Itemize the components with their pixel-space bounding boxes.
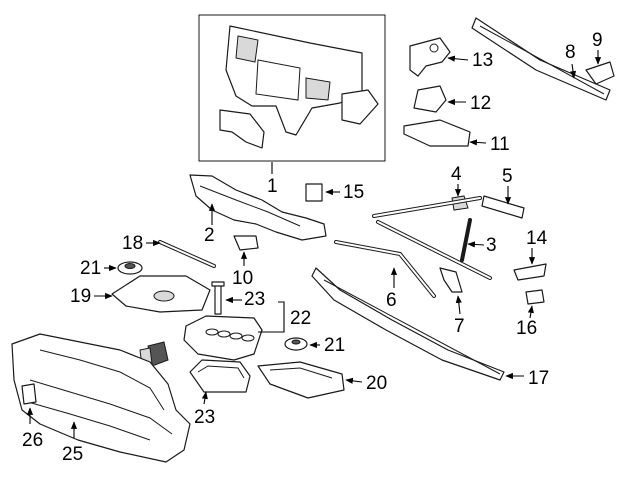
callout-22: 22	[290, 308, 311, 329]
callout-21-upper: 21	[80, 258, 101, 279]
part-1-firewall-panel	[198, 14, 386, 162]
part-5-bracket	[481, 195, 525, 219]
callout-14: 14	[526, 228, 548, 249]
callout-23: 23	[244, 289, 265, 310]
part-10-bracket	[233, 235, 259, 251]
part-6-rod	[334, 240, 436, 298]
callout-16: 16	[516, 318, 537, 339]
callout-12: 12	[470, 93, 491, 114]
part-13-bracket	[409, 37, 451, 77]
part-15-clip	[305, 183, 323, 202]
part-20-tray	[257, 361, 345, 399]
callout-1: 1	[267, 176, 278, 197]
callout-13: 13	[472, 50, 493, 71]
callout-18: 18	[122, 233, 143, 254]
callout-6: 6	[386, 290, 397, 311]
part-23-bolt	[211, 281, 225, 315]
part-26-insulation-panel	[11, 333, 191, 463]
callout-11: 11	[490, 134, 510, 155]
part-24-tray	[189, 359, 251, 393]
callout-8: 8	[565, 42, 576, 63]
part-18-seal-strip	[158, 240, 216, 268]
callout-26: 25	[62, 444, 83, 465]
part-11-tray	[403, 119, 471, 147]
part-22-cover-plate	[183, 315, 263, 361]
part-9-bracket	[585, 61, 615, 85]
part-19-bracket	[111, 275, 211, 313]
part-7-bracket	[439, 267, 463, 293]
callout-21-lower: 21	[324, 335, 345, 356]
callout-2: 2	[204, 225, 215, 246]
part-3-crossbar	[372, 196, 492, 280]
part-16-clip	[525, 289, 545, 305]
part-21-grommet-upper	[117, 261, 143, 275]
part-8-rail	[471, 17, 611, 101]
callout-24: 23	[194, 407, 215, 428]
callout-7: 7	[454, 316, 465, 337]
callout-4: 4	[451, 164, 462, 185]
callout-20: 20	[366, 373, 387, 394]
part-12-bracket	[413, 85, 447, 113]
part-17-cowl	[311, 267, 505, 381]
part-21-grommet-lower	[284, 337, 308, 351]
part-14-bracket	[513, 263, 547, 281]
callout-3: 3	[486, 235, 497, 256]
callout-9: 9	[592, 30, 603, 51]
callout-15: 15	[343, 182, 364, 203]
callout-27: 26	[22, 430, 43, 451]
callout-17: 17	[528, 368, 549, 389]
callout-10: 10	[232, 268, 253, 289]
callout-19: 19	[70, 286, 91, 307]
callout-5: 5	[502, 166, 513, 187]
part-2-cowl-panel	[189, 174, 327, 241]
part-27-plug	[21, 383, 37, 405]
